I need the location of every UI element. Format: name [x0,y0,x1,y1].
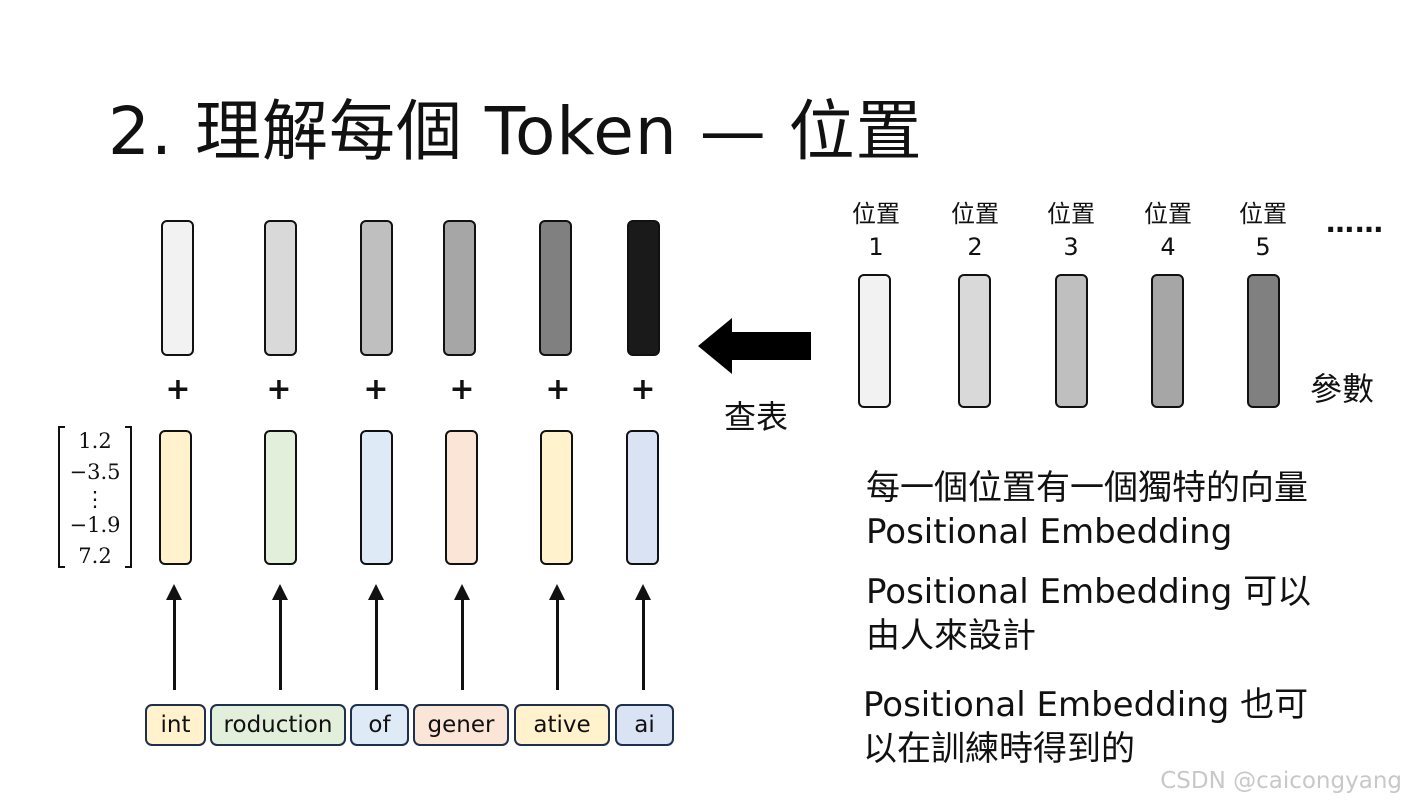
parameter-embedding-2 [958,274,991,408]
vector-value: 1.2 [78,429,112,453]
position-label: 位置 [1047,200,1095,228]
slide-title: 2. 理解每個 Token — 位置 [108,93,923,170]
plus-sign: + [165,372,191,407]
vector-value: −3.5 [69,460,121,484]
note-learned: Positional Embedding 也可以在訓練時得到的 [863,685,1309,769]
up-arrow-icon [368,584,384,690]
token-embedding-5 [540,430,573,565]
up-arrow-icon [166,584,182,690]
lookup-arrow-icon [698,318,811,374]
watermark: CSDN @caicongyang [1160,768,1402,794]
token-label-of: of [350,704,409,746]
note-designed: Positional Embedding 可以由人來設計 [866,572,1312,656]
position-embedding-3 [360,220,393,356]
plus-sign: + [266,372,292,407]
bracket-right [125,426,132,568]
position-header-4: 位置 4 [1133,198,1203,264]
up-arrow-icon [549,584,565,690]
position-header-5: 位置 5 [1228,198,1298,264]
token-vector-example: 1.2 −3.5 ⋮ −1.9 7.2 [58,426,132,570]
position-embedding-1 [161,220,194,356]
parameter-embedding-3 [1055,274,1088,408]
parameter-embedding-5 [1247,274,1280,408]
plus-sign: + [363,372,389,407]
position-embedding-5 [539,220,572,356]
position-index: 5 [1255,233,1271,261]
position-header-1: 位置 1 [841,198,911,264]
position-embedding-4 [443,220,476,356]
token-embedding-1 [159,430,192,565]
position-index: 1 [868,233,884,261]
up-arrow-icon [635,584,651,690]
plus-sign: + [449,372,475,407]
position-header-2: 位置 2 [940,198,1010,264]
position-label: 位置 [852,200,900,228]
token-embedding-6 [626,430,659,565]
token-label-roduction: roduction [210,704,346,746]
ellipsis: …… [1326,206,1384,239]
position-label: 位置 [1144,200,1192,228]
position-label: 位置 [1239,200,1287,228]
token-embedding-2 [264,430,297,565]
position-embedding-2 [264,220,297,356]
plus-sign: + [630,372,656,407]
position-header-3: 位置 3 [1036,198,1106,264]
token-label-ai: ai [615,704,674,746]
vector-value: ⋮ [84,487,106,511]
position-index: 2 [967,233,983,261]
position-label: 位置 [951,200,999,228]
plus-sign: + [545,372,571,407]
parameter-label: 參數 [1310,370,1375,408]
token-label-int: int [145,704,206,746]
vector-value: −1.9 [69,513,121,537]
token-embedding-4 [445,430,478,565]
up-arrow-icon [454,584,470,690]
position-embedding-6 [627,220,660,356]
note-unique-vector: 每一個位置有一個獨特的向量 Positional Embedding [866,468,1308,552]
parameter-embedding-1 [858,274,891,408]
bracket-left [58,426,65,568]
position-index: 4 [1160,233,1176,261]
token-label-ative: ative [514,704,610,746]
vector-value: 7.2 [78,544,112,568]
up-arrow-icon [272,584,288,690]
token-label-gener: gener [413,704,509,746]
token-embedding-3 [360,430,393,565]
position-index: 3 [1063,233,1079,261]
parameter-embedding-4 [1151,274,1184,408]
lookup-label: 查表 [724,398,789,436]
